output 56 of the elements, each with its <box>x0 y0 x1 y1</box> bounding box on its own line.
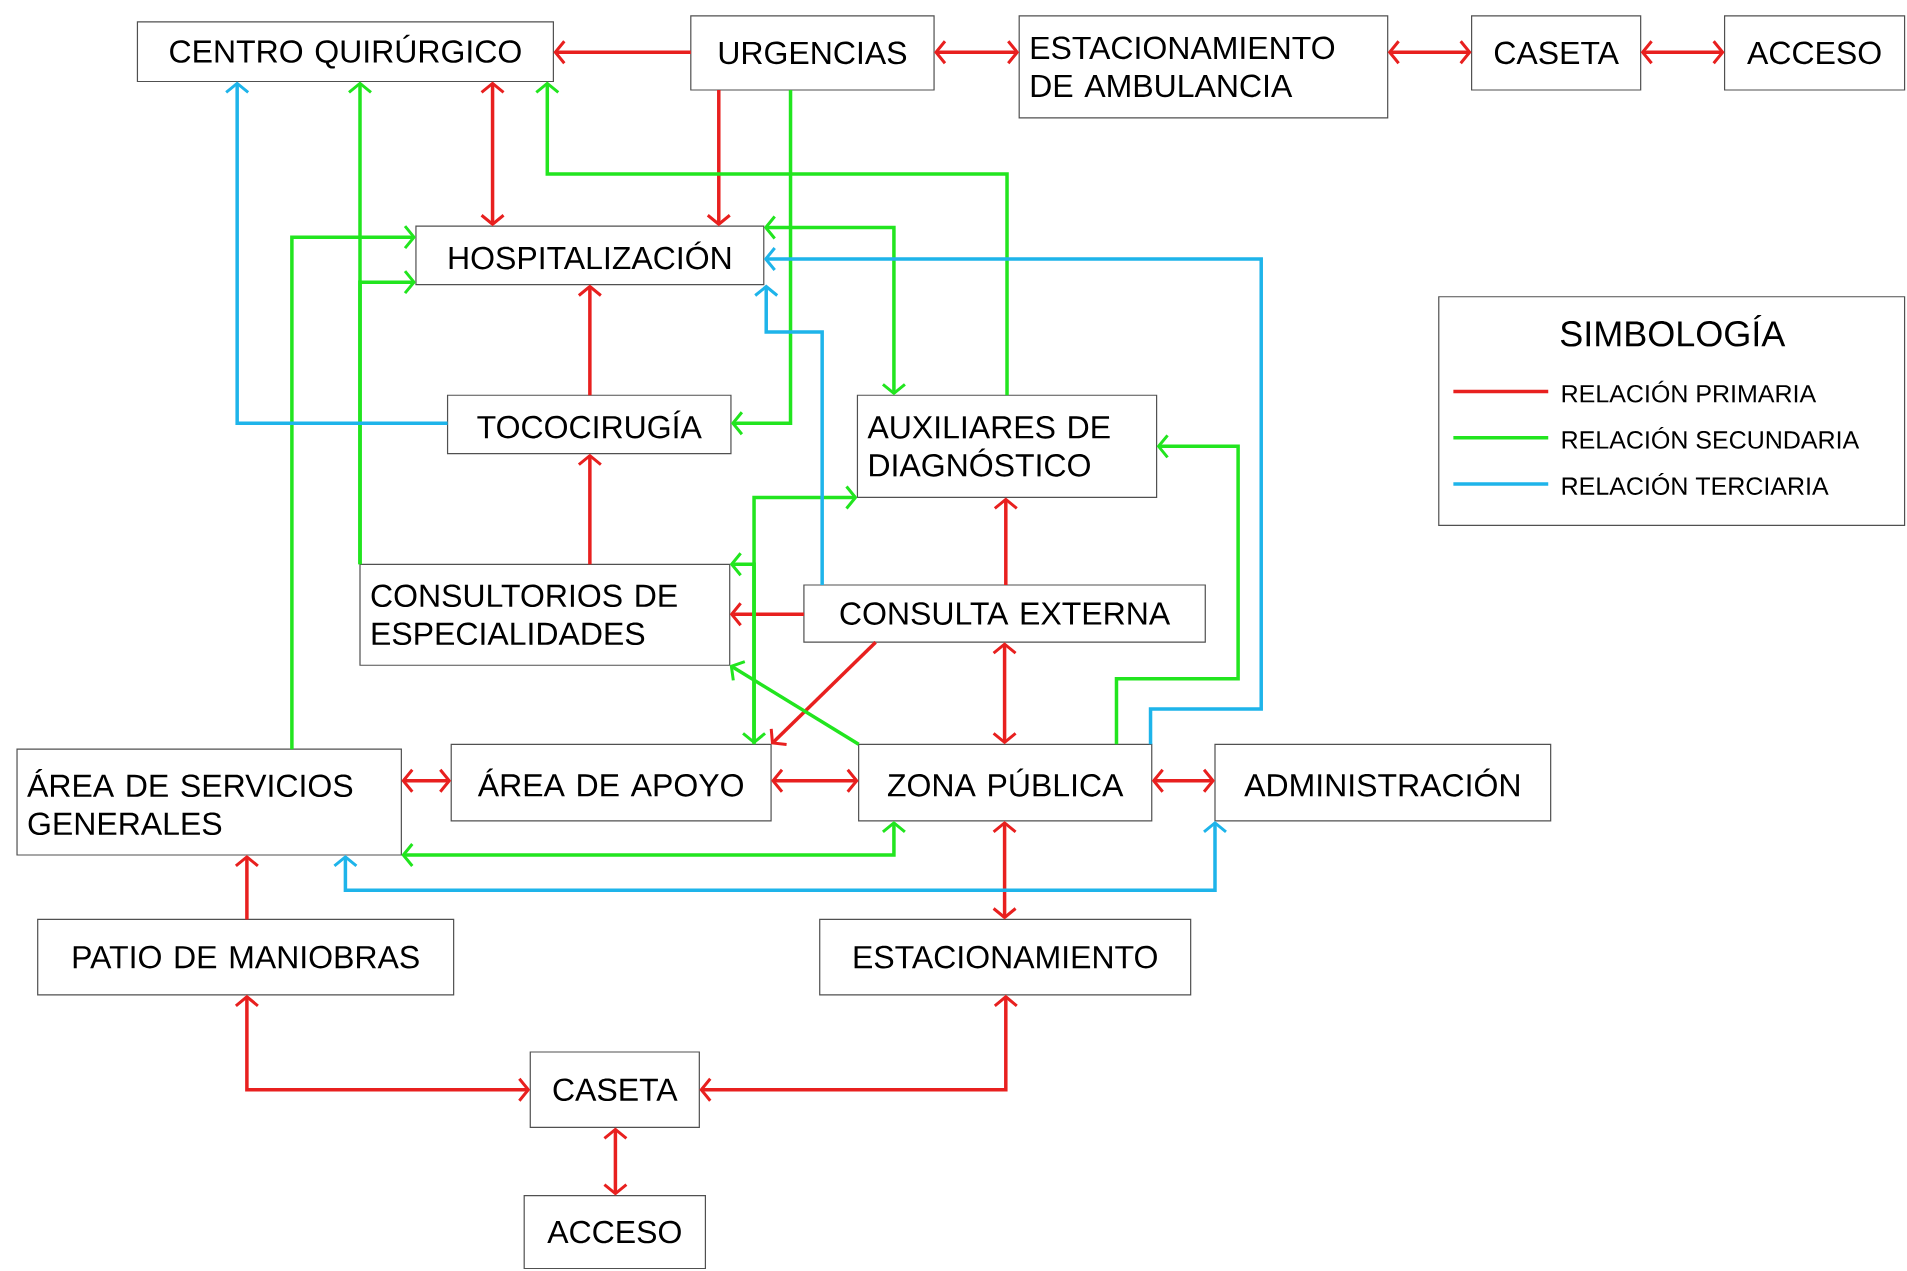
arrow <box>1151 768 1215 793</box>
arrow <box>401 768 452 793</box>
room-box: CASETA <box>529 1051 700 1129</box>
arrow <box>401 820 906 867</box>
room-box: ESTACIONAMIENTO DE AMBULANCIA <box>1018 15 1389 119</box>
room-box: PATIO DE MANIOBRAS <box>37 918 455 996</box>
room-box: ACCESO <box>523 1194 706 1270</box>
arrow <box>535 81 1009 396</box>
room-box: ÁREA DE APOYO <box>450 743 772 822</box>
room-box: AUXILIARES DE DIAGNÓSTICO <box>856 394 1158 499</box>
arrow <box>992 820 1017 920</box>
arrow <box>769 640 877 747</box>
arrow <box>333 820 1227 893</box>
arrow <box>577 284 602 396</box>
room-box: CASETA <box>1471 15 1642 91</box>
arrow <box>934 40 1020 65</box>
arrow <box>742 485 858 745</box>
arrow <box>358 270 416 565</box>
arrow <box>729 602 804 627</box>
arrow <box>992 642 1017 745</box>
arrow <box>706 90 731 227</box>
arrow <box>763 247 1263 745</box>
arrow <box>729 552 756 745</box>
room-box: CONSULTA EXTERNA <box>803 584 1206 643</box>
legend-label: RELACIÓN SECUNDARIA <box>1562 426 1860 449</box>
room-box: ADMINISTRACIÓN <box>1214 743 1552 822</box>
room-box: ZONA PÚBLICA <box>858 743 1153 822</box>
arrow <box>763 215 906 396</box>
arrow <box>1640 40 1725 65</box>
arrow <box>577 453 602 565</box>
arrow <box>1114 434 1240 745</box>
arrow <box>993 497 1018 586</box>
legend-label: RELACIÓN TERCIARIA <box>1562 473 1829 496</box>
legend-label: RELACIÓN PRIMARIA <box>1562 380 1817 403</box>
room-box: CONSULTORIOS DE ESPECIALIDADES <box>359 563 731 666</box>
room-box: HOSPITALIZACIÓN <box>415 225 765 286</box>
room-box: ÁREA DE SERVICIOS GENERALES <box>16 748 402 856</box>
room-box: CENTRO QUIRÚRGICO <box>136 21 554 83</box>
arrow <box>771 768 859 793</box>
arrow <box>225 81 448 425</box>
room-box: ACCESO <box>1724 15 1906 91</box>
room-box: URGENCIAS <box>690 15 935 91</box>
arrow <box>729 660 860 746</box>
arrow <box>290 225 416 750</box>
arrow <box>699 994 1018 1102</box>
arrow <box>234 994 531 1102</box>
legend-title: SIMBOLOGÍA <box>1560 315 1786 347</box>
arrow <box>480 81 505 227</box>
arrow <box>754 284 824 586</box>
room-box: ESTACIONAMIENTO <box>819 918 1192 996</box>
arrow <box>553 40 691 65</box>
room-box: TOCOCIRUGÍA <box>446 394 732 455</box>
arrow <box>603 1127 628 1196</box>
arrow <box>730 90 793 436</box>
arrow <box>234 855 259 920</box>
arrow <box>1387 40 1472 65</box>
